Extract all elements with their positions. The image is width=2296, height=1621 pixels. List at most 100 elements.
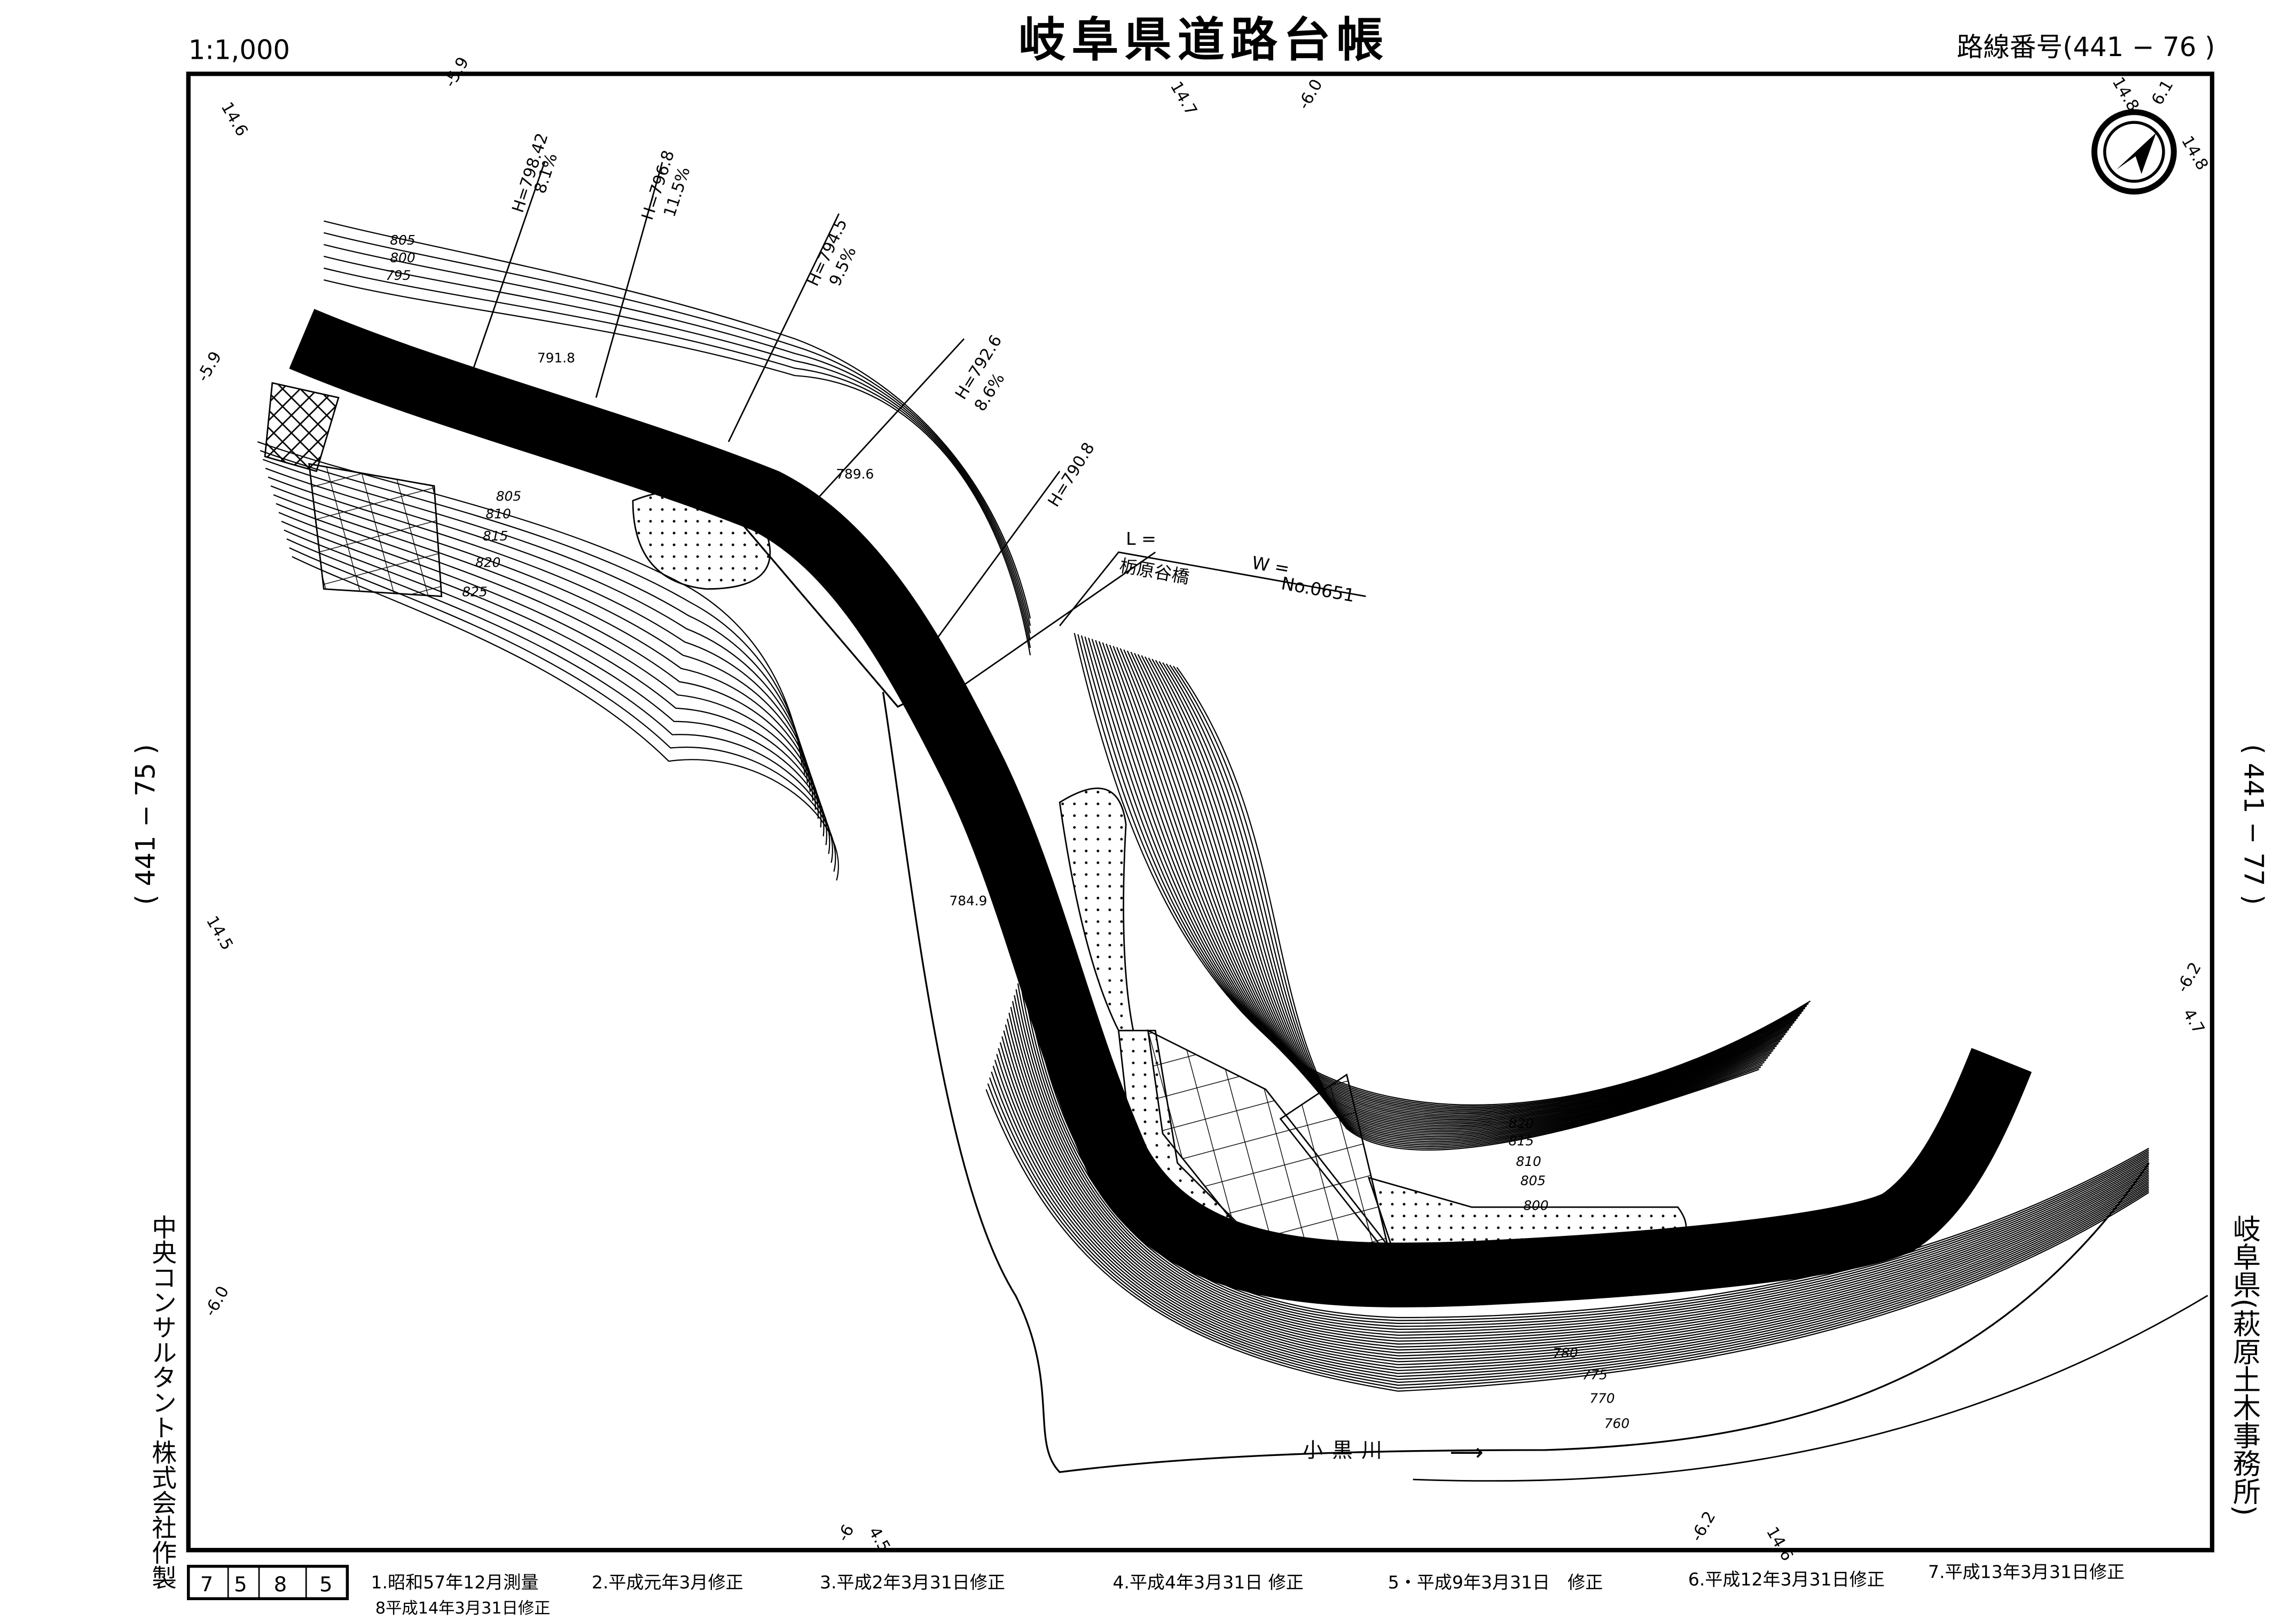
svg-text:770: 770	[1589, 1391, 1615, 1406]
contour-line	[1073, 633, 1811, 1106]
maker-label: 中央コンサルタント株式会社作製	[147, 1215, 176, 1590]
svg-text:-6.2: -6.2	[2173, 959, 2205, 996]
svg-text:810: 810	[1516, 1154, 1541, 1169]
bridge-label: L = 栃原谷橋 W = No.0651	[1059, 528, 1366, 627]
svg-text:-6.0: -6.0	[1295, 76, 1327, 113]
contour-line	[324, 255, 1031, 641]
svg-text:810: 810	[485, 506, 511, 521]
svg-text:H=790.8: H=790.8	[1045, 439, 1099, 510]
svg-text:800: 800	[1523, 1198, 1548, 1213]
contour-line	[324, 279, 1031, 655]
contour-line	[1123, 649, 1786, 1126]
svg-text:784.9: 784.9	[949, 893, 987, 909]
svg-text:780: 780	[1553, 1345, 1578, 1360]
svg-text:No.0651: No.0651	[1280, 573, 1357, 606]
svg-text:-5.9: -5.9	[193, 348, 225, 385]
contour-line	[324, 220, 1031, 619]
contour-line	[1015, 989, 2149, 1342]
svg-text:8: 8	[274, 1572, 287, 1596]
contour-line	[1126, 651, 1784, 1128]
svg-text:-6.2: -6.2	[1688, 1508, 1720, 1545]
contour-line	[324, 232, 1031, 626]
contour-line	[1109, 645, 1793, 1121]
contour-line	[1001, 1036, 2150, 1366]
contour-line	[1141, 655, 1777, 1134]
route-number: 路線番号(441 − 76 )	[1957, 32, 2215, 62]
svg-text:1.昭和57年12月測量: 1.昭和57年12月測量	[371, 1572, 538, 1593]
svg-text:-6: -6	[834, 1522, 858, 1545]
contour-line	[1017, 983, 2149, 1339]
contour-line	[1010, 1007, 2149, 1351]
svg-text:825: 825	[462, 584, 487, 600]
svg-text:805: 805	[496, 488, 521, 504]
svg-text:3.平成2年3月31日修正: 3.平成2年3月31日修正	[820, 1572, 1005, 1593]
contour-line	[985, 1089, 2150, 1392]
contour-line	[996, 1054, 2150, 1374]
contour-line	[994, 1060, 2150, 1377]
contour-line	[1116, 647, 1790, 1123]
contour-line	[1006, 1019, 2149, 1357]
contour-line	[1112, 646, 1791, 1122]
pavement-label: As	[1449, 1267, 1471, 1288]
svg-text:14.6: 14.6	[1762, 1524, 1797, 1564]
svg-text:14.7: 14.7	[1166, 79, 1201, 119]
svg-text:14.8: 14.8	[2109, 74, 2143, 115]
svg-text:8平成14年3月31日修正: 8平成14年3月31日修正	[375, 1599, 551, 1618]
svg-text:805: 805	[1521, 1173, 1546, 1188]
revision-history: 1.昭和57年12月測量 2.平成元年3月修正 3.平成2年3月31日修正 4.…	[371, 1562, 2125, 1618]
svg-text:820: 820	[1509, 1115, 1534, 1131]
svg-text:815: 815	[1509, 1133, 1534, 1148]
svg-text:5: 5	[319, 1572, 333, 1596]
contour-line	[1019, 977, 2149, 1336]
svg-text:7: 7	[200, 1572, 214, 1596]
svg-text:14.6: 14.6	[217, 99, 251, 139]
contour-line	[324, 267, 1031, 648]
contour-line	[324, 244, 1031, 633]
svg-text:5・平成9年3月31日 修正: 5・平成9年3月31日 修正	[1388, 1572, 1603, 1593]
contour-line	[1003, 1030, 2149, 1362]
contour-line	[1014, 995, 2149, 1345]
svg-text:815: 815	[483, 528, 508, 544]
svg-text:760: 760	[1604, 1416, 1629, 1431]
contour-line	[1145, 656, 1775, 1136]
contour-line	[1012, 1001, 2149, 1348]
svg-text:14.8: 14.8	[2177, 133, 2212, 174]
svg-text:4.7: 4.7	[2179, 1006, 2208, 1037]
contour-labels: 805 800 795 805 810 815 820 825 820 815 …	[386, 232, 1629, 1431]
svg-text:800: 800	[390, 250, 415, 265]
svg-text:820: 820	[475, 554, 500, 570]
contour-line	[998, 1048, 2150, 1372]
svg-text:4.平成4年3月31日 修正: 4.平成4年3月31日 修正	[1112, 1572, 1303, 1593]
north-arrow-icon	[2091, 109, 2177, 195]
map-frame	[186, 72, 2215, 1553]
svg-text:805: 805	[390, 232, 415, 248]
svg-text:791.8: 791.8	[537, 350, 575, 365]
contour-line	[292, 556, 839, 881]
scale-label: 1:1,000	[189, 35, 290, 66]
svg-text:-6.0: -6.0	[201, 1283, 233, 1320]
contour-line	[991, 1071, 2150, 1383]
svg-text:795: 795	[386, 268, 411, 283]
contour-line	[1080, 635, 1807, 1109]
contour-line	[1008, 1013, 2149, 1354]
svg-text:6.1: 6.1	[2148, 77, 2177, 108]
contour-line	[289, 547, 836, 872]
contour-line	[992, 1066, 2150, 1380]
contour-line	[999, 1042, 2150, 1368]
svg-text:6.平成12年3月31日修正: 6.平成12年3月31日修正	[1688, 1569, 1885, 1589]
svg-text:栃原谷橋: 栃原谷橋	[1118, 555, 1191, 588]
contour-line	[1106, 643, 1795, 1119]
svg-text:7.平成13年3月31日修正: 7.平成13年3月31日修正	[1928, 1562, 2125, 1583]
adjacent-sheet-left: ( 441 − 75 )	[130, 744, 161, 905]
office-label: 岐阜県(萩原土木事務所)	[2228, 1215, 2261, 1516]
svg-text:L =: L =	[1126, 528, 1156, 549]
contour-line	[989, 1077, 2150, 1386]
contour-line	[1091, 639, 1802, 1113]
river-flow-arrow: ⟶	[1449, 1439, 1483, 1466]
svg-text:14.5: 14.5	[202, 913, 237, 953]
svg-text:2.平成元年3月修正: 2.平成元年3月修正	[592, 1572, 743, 1593]
adjacent-sheet-right: ( 441 − 77 )	[2238, 744, 2269, 905]
contour-line	[1098, 641, 1798, 1116]
road	[289, 309, 2032, 1307]
